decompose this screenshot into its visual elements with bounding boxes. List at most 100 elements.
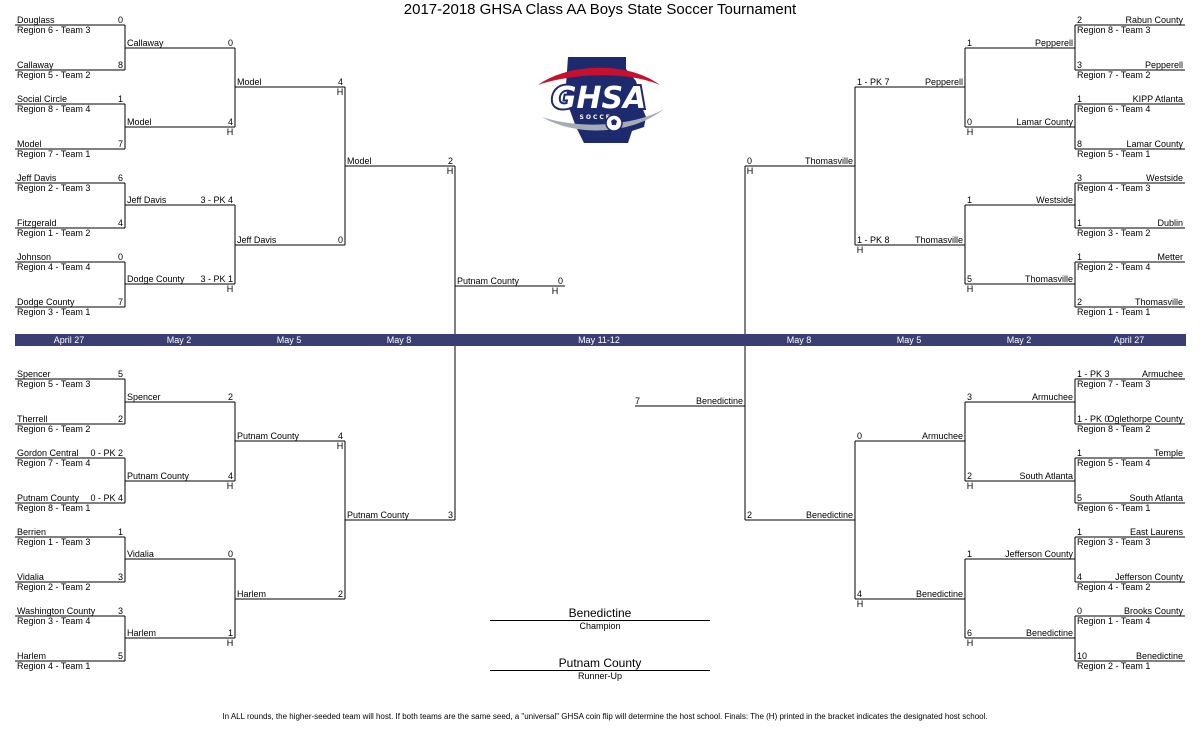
host-mark: H [747,166,754,176]
day-label: April 27 [53,335,85,345]
team-score: 3 - PK 1 [200,274,233,284]
team-name: Benedictine [1136,651,1183,661]
team-score: 2 [967,471,972,481]
runner-up-block: Putnam County Runner-Up [490,656,710,682]
team-name: Vidalia [127,549,154,559]
team-seed: Region 3 - Team 2 [1077,228,1150,238]
team-seed: Region 7 - Team 4 [17,458,90,468]
team-score: 0 [857,431,862,441]
team-seed: Region 7 - Team 3 [1077,379,1150,389]
team-seed: Region 6 - Team 4 [1077,104,1150,114]
ghsa-logo: GHSA SOCCER [528,55,670,145]
team-name: Metter [1157,252,1183,262]
team-score: 3 [448,510,453,520]
team-seed: Region 4 - Team 1 [17,661,90,671]
team-name: Pepperell [1145,60,1183,70]
team-seed: Region 8 - Team 1 [17,503,90,513]
champion-line [490,620,710,621]
team-name: Therrell [17,414,48,424]
team-score: 2 [1077,15,1082,25]
team-score: 0 - PK 2 [90,448,123,458]
team-score: 0 [967,117,972,127]
team-score: 7 [118,139,123,149]
team-score: 2 [118,414,123,424]
team-name: Model [347,156,372,166]
team-score: 1 [967,195,972,205]
team-name: Westside [1036,195,1073,205]
team-seed: Region 1 - Team 4 [1077,616,1150,626]
team-name: Lamar County [1126,139,1183,149]
logo-wordmark: GHSA [552,81,647,116]
team-name: Spencer [17,369,51,379]
team-name: Putnam County [347,510,410,520]
team-score: 0 [1077,606,1082,616]
team-seed: Region 3 - Team 1 [17,307,90,317]
host-mark: H [967,127,974,137]
team-score: 4 [118,218,123,228]
team-name: Jefferson County [1115,572,1183,582]
day-label: May 2 [1006,335,1032,345]
team-score: 7 [635,396,640,406]
team-score: 4 [1077,572,1082,582]
host-mark: H [967,481,974,491]
team-score: 0 [558,276,563,286]
team-name: Thomasville [1135,297,1183,307]
team-name: Berrien [17,527,46,537]
team-name: Brooks County [1124,606,1184,616]
team-score: 3 [1077,60,1082,70]
team-score: 7 [118,297,123,307]
team-name: Lamar County [1016,117,1073,127]
runner-up-line [490,670,710,671]
team-seed: Region 2 - Team 1 [1077,661,1150,671]
team-score: 3 [118,572,123,582]
team-name: South Atlanta [1019,471,1073,481]
georgia-state-shape [566,57,646,143]
team-name: Gordon Central [17,448,79,458]
team-name: Spencer [127,392,161,402]
team-name: Jeff Davis [127,195,167,205]
team-name: Putnam County [127,471,190,481]
team-name: Benedictine [696,396,743,406]
day-label: May 5 [276,335,302,345]
team-name: Temple [1154,448,1183,458]
team-name: KIPP Atlanta [1133,94,1183,104]
team-score: 0 [228,549,233,559]
team-score: 8 [1077,139,1082,149]
team-seed: Region 1 - Team 3 [17,537,90,547]
team-score: 1 [1077,94,1082,104]
swoosh-red [538,67,660,85]
team-name: Thomasville [805,156,853,166]
team-score: 2 [448,156,453,166]
team-name: Pepperell [1035,38,1073,48]
team-name: Putnam County [17,493,80,503]
team-score: 6 [967,628,972,638]
team-seed: Region 8 - Team 2 [1077,424,1150,434]
team-score: 2 [747,510,752,520]
team-score: 1 [1077,448,1082,458]
team-name: Harlem [17,651,46,661]
team-name: East Laurens [1130,527,1184,537]
host-mark: H [857,245,864,255]
team-name: Benedictine [916,589,963,599]
team-score: 0 [118,252,123,262]
team-name: Rabun County [1125,15,1183,25]
team-score: 10 [1077,651,1087,661]
day-label: May 8 [386,335,412,345]
champion-block: Benedictine Champion [490,606,710,632]
team-seed: Region 6 - Team 1 [1077,503,1150,513]
team-seed: Region 8 - Team 4 [17,104,90,114]
team-score: 0 [747,156,752,166]
team-name: Social Circle [17,94,67,104]
day-label: May 11-12 [578,335,620,345]
team-name: Putnam County [457,276,520,286]
team-score: 0 - PK 4 [90,493,123,503]
team-score: 2 [1077,297,1082,307]
team-name: Harlem [127,628,156,638]
team-score: 1 [228,628,233,638]
team-seed: Region 1 - Team 1 [1077,307,1150,317]
team-seed: Region 1 - Team 2 [17,228,90,238]
team-seed: Region 5 - Team 1 [1077,149,1150,159]
host-mark: H [227,481,234,491]
host-mark: H [227,638,234,648]
